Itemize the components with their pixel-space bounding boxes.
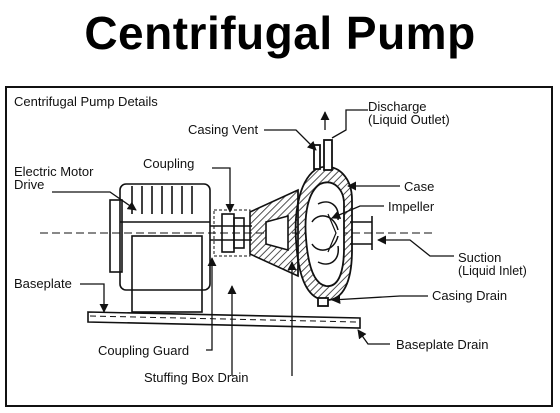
label-coupling-guard: Coupling Guard xyxy=(98,343,189,358)
suction-leader xyxy=(377,235,454,257)
label-discharge-sub: (Liquid Outlet) xyxy=(368,112,450,127)
coupling-leader xyxy=(212,167,235,213)
casing-drain-leader xyxy=(331,294,428,305)
motor-leader xyxy=(52,191,137,211)
diagram-caption: Centrifugal Pump Details xyxy=(14,94,158,109)
label-case: Case xyxy=(404,179,434,194)
discharge-leader xyxy=(331,109,368,139)
label-casing-vent: Casing Vent xyxy=(188,122,258,137)
page-title: Centrifugal Pump xyxy=(84,7,476,59)
baseplate-leader xyxy=(80,283,109,313)
diagram-frame xyxy=(5,86,553,407)
label-coupling: Coupling xyxy=(143,156,194,171)
label-impeller: Impeller xyxy=(388,199,435,214)
suction-nozzle xyxy=(350,216,373,250)
label-baseplate: Baseplate xyxy=(14,276,72,291)
label-electric-motor-sub: Drive xyxy=(14,177,44,192)
label-suction: Suction xyxy=(458,250,501,265)
label-electric-motor: Electric Motor xyxy=(14,164,94,179)
shaft xyxy=(40,225,432,241)
electric-motor xyxy=(109,183,211,313)
label-casing-drain: Casing Drain xyxy=(432,288,507,303)
baseplate-drain-leader xyxy=(357,329,390,345)
pump-case xyxy=(294,139,353,307)
coupling-guard-leader xyxy=(206,257,217,351)
label-baseplate-drain: Baseplate Drain xyxy=(396,337,489,352)
casing-vent-leader xyxy=(264,129,317,151)
label-suction-sub: (Liquid Inlet) xyxy=(458,264,527,278)
stuffing-box xyxy=(249,188,299,278)
label-stuffing-box-drain: Stuffing Box Drain xyxy=(144,370,249,385)
baseplate xyxy=(87,311,361,329)
impeller-leader xyxy=(331,205,384,219)
label-discharge: Discharge xyxy=(368,99,427,114)
